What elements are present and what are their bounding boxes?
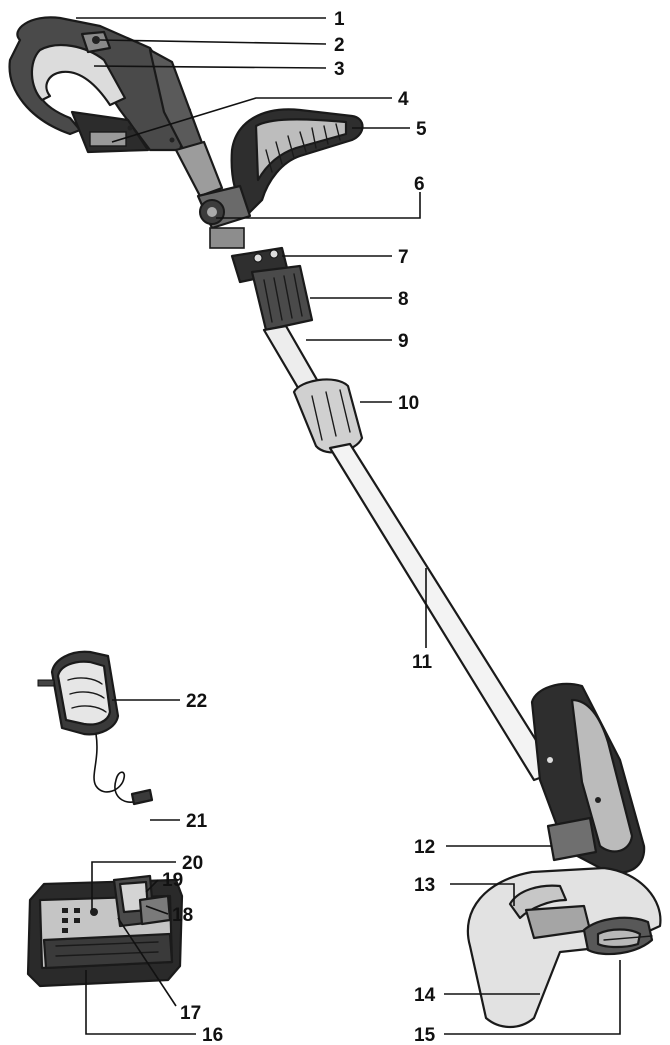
callout-17: 17 [180, 1003, 201, 1024]
callout-10: 10 [398, 393, 419, 414]
callout-14: 14 [414, 985, 436, 1006]
callout-5: 5 [416, 119, 427, 140]
callout-15: 15 [414, 1025, 436, 1045]
motor-housing [530, 682, 646, 874]
string-trimmer-illustration [8, 16, 662, 1029]
callout-1: 1 [334, 9, 345, 30]
callout-4: 4 [398, 89, 409, 110]
callout-8: 8 [398, 289, 409, 310]
callout-18: 18 [172, 905, 193, 926]
callout-3: 3 [334, 59, 345, 80]
callout-13: 13 [414, 875, 435, 896]
telescopic-collar [292, 378, 364, 454]
swivel-knob [196, 184, 252, 249]
callout-7: 7 [398, 247, 409, 268]
callout-2: 2 [334, 35, 345, 56]
callout-9: 9 [398, 331, 409, 352]
safety-guard [466, 866, 662, 1029]
leader-lines [76, 17, 621, 1035]
callout-labels: 1 2 3 4 5 6 7 8 9 10 11 12 13 14 15 16 1… [162, 9, 436, 1045]
callout-19: 19 [162, 870, 183, 891]
callout-11: 11 [412, 652, 433, 673]
callout-21: 21 [186, 811, 208, 832]
callout-20: 20 [182, 853, 203, 874]
battery-illustration [26, 874, 184, 988]
callout-16: 16 [202, 1025, 223, 1045]
height-lock-collar [230, 246, 314, 332]
callout-12: 12 [414, 837, 435, 858]
rear-handle [8, 16, 192, 154]
callout-6: 6 [414, 174, 425, 195]
auxiliary-handle [230, 108, 364, 216]
charger-illustration [37, 650, 154, 806]
callout-22: 22 [186, 691, 207, 712]
